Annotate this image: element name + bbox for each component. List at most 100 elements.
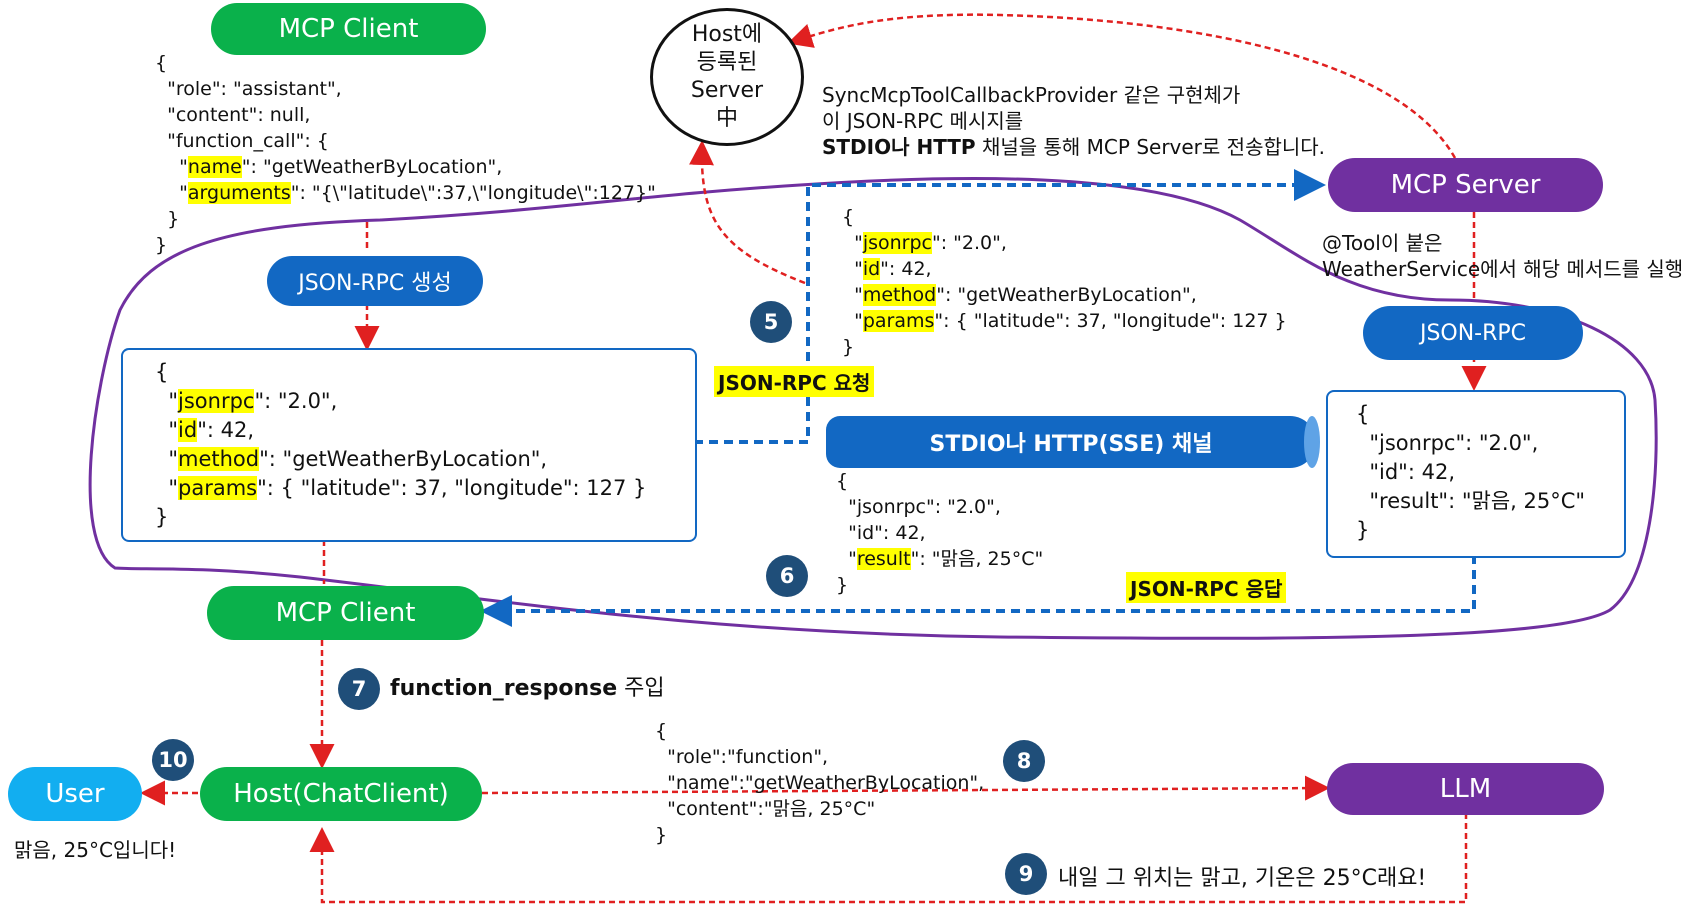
sync-provider-note: SyncMcpToolCallbackProvider 같은 구현체가 이 JS… <box>822 82 1325 160</box>
fc-line-7: } <box>167 208 180 230</box>
tool-note-line-1: @Tool이 붙은 <box>1322 231 1443 255</box>
channel-pipe-end <box>1304 416 1320 468</box>
rq-line-1: { <box>155 360 169 384</box>
sync-note-line-3: STDIO나 HTTP 채널을 통해 MCP Server로 전송합니다. <box>822 134 1325 160</box>
step-10-badge: 10 <box>152 739 194 781</box>
channel-label: STDIO나 HTTP(SSE) 채널 <box>929 432 1213 457</box>
rm-line-2: "jsonrpc": "2.0", <box>848 496 1001 518</box>
fc-line-4: "function_call": { <box>167 130 329 152</box>
sync-note-bold: STDIO나 HTTP <box>822 135 976 159</box>
arrow-request-to-server <box>694 169 1326 444</box>
fc-key-name: name <box>187 156 242 178</box>
purple-boundary-loop <box>88 176 1658 640</box>
rpc-request-box <box>121 348 697 542</box>
rpc-request-top-json: { "jsonrpc": "2.0", "id": 42, "method": … <box>842 206 1287 358</box>
rm-line-5: } <box>836 574 849 596</box>
rm-line-1: { <box>836 470 849 492</box>
rt-line-1: { <box>842 206 855 228</box>
rq-key-jsonrpc: jsonrpc <box>178 389 255 413</box>
arrow-llm-to-host <box>309 813 1468 904</box>
fm-line-5: } <box>655 824 668 846</box>
sync-note-line-1: SyncMcpToolCallbackProvider 같은 구현체가 <box>822 83 1241 107</box>
user-node: User <box>8 767 142 821</box>
rm-line-3: "id": 42, <box>848 522 926 544</box>
fm-line-2: "role":"function", <box>667 746 829 768</box>
rt-val-params: ": { "latitude": 37, "longitude": 127 } <box>934 310 1287 332</box>
host-chatclient-node: Host(ChatClient) <box>200 767 482 821</box>
rs-line-3: "id": 42, <box>1369 460 1455 484</box>
rq-val-jsonrpc: ": "2.0", <box>254 389 338 413</box>
rpc-response-label: JSON-RPC 응답 <box>1126 572 1287 603</box>
rt-key-params: params <box>862 310 935 332</box>
fc-key-arguments: arguments <box>187 182 291 204</box>
tool-exec-note: @Tool이 붙은 WeatherService에서 해당 메서드를 실행 <box>1322 230 1683 282</box>
fm-line-1: { <box>655 720 668 742</box>
rq-key-method: method <box>178 447 260 471</box>
rt-key-id: id <box>862 258 881 280</box>
arrow-request-to-circle <box>688 140 806 285</box>
rq-val-id: ": 42, <box>197 418 254 442</box>
fc-line-1: { <box>155 52 168 74</box>
host-server-circle: Host에 등록된 Server 中 <box>650 8 804 146</box>
step7-label: function_response 주입 <box>390 676 665 702</box>
fm-line-4: "content":"맑음, 25°C" <box>667 798 876 820</box>
fc-line-2: "role": "assistant", <box>167 78 342 100</box>
rm-val-result: ": "맑음, 25°C" <box>910 548 1044 570</box>
json-rpc-create-node: JSON-RPC 생성 <box>267 256 483 306</box>
function-message-json: { "role":"function", "name":"getWeatherB… <box>655 718 984 848</box>
rq-val-params: ": { "latitude": 37, "longitude": 127 } <box>257 476 647 500</box>
mcp-client-top-node: MCP Client <box>211 3 486 55</box>
rm-key-result: result <box>856 548 911 570</box>
circle-line-2: 등록된 <box>696 50 758 75</box>
step7-rest: 주입 <box>617 676 665 701</box>
step-8-badge: 8 <box>1003 740 1045 782</box>
step7-bold: function_response <box>390 676 618 701</box>
fc-val-name: ": "getWeatherByLocation", <box>241 156 503 178</box>
rpc-request-box-json: { "jsonrpc": "2.0", "id": 42, "method": … <box>155 360 647 529</box>
rt-val-id: ": 42, <box>880 258 932 280</box>
rt-val-method: ": "getWeatherByLocation", <box>936 284 1197 306</box>
arrow-response-to-client <box>480 555 1476 627</box>
rq-key-id: id <box>178 418 198 442</box>
channel-pipe: STDIO나 HTTP(SSE) 채널 <box>826 416 1316 468</box>
circle-line-4: 中 <box>715 106 738 131</box>
rq-key-params: params <box>178 476 258 500</box>
sync-note-rest: 채널을 통해 MCP Server로 전송합니다. <box>975 135 1326 159</box>
json-rpc-server-node: JSON-RPC <box>1363 306 1583 360</box>
rt-line-6: } <box>842 336 855 358</box>
rpc-response-box-json: { "jsonrpc": "2.0", "id": 42, "result": … <box>1356 400 1585 545</box>
tool-note-line-2: WeatherService에서 해당 메서드를 실행 <box>1322 257 1684 281</box>
step-9-badge: 9 <box>1005 853 1047 895</box>
rq-val-method: ": "getWeatherByLocation", <box>259 447 548 471</box>
rs-line-1: { <box>1356 402 1370 426</box>
function-call-json: { "role": "assistant", "content": null, … <box>155 52 656 256</box>
fc-val-arguments: ": "{\"latitude\":37,\"longitude\":127}" <box>290 182 656 204</box>
fc-line-8: } <box>155 234 168 256</box>
circle-line-3: Server <box>690 78 764 103</box>
sync-note-line-2: 이 JSON-RPC 메시지를 <box>822 109 1024 133</box>
fm-line-3: "name":"getWeatherByLocation", <box>667 772 985 794</box>
fc-line-3: "content": null, <box>167 104 311 126</box>
rpc-response-box <box>1326 390 1626 558</box>
rq-line-6: } <box>155 505 169 529</box>
rs-line-4: "result": "맑음, 25°C" <box>1369 489 1586 513</box>
step-5-badge: 5 <box>750 301 792 343</box>
rs-line-2: "jsonrpc": "2.0", <box>1369 431 1539 455</box>
rt-key-method: method <box>862 284 937 306</box>
mcp-client-mid-node: MCP Client <box>207 586 484 640</box>
rs-line-5: } <box>1356 518 1370 542</box>
arrow-host-to-llm <box>481 775 1330 801</box>
rpc-request-label: JSON-RPC 요청 <box>714 366 875 397</box>
user-answer: 맑음, 25°C입니다! <box>14 838 177 862</box>
rt-key-jsonrpc: jsonrpc <box>862 232 932 254</box>
step-7-badge: 7 <box>338 668 380 710</box>
rt-val-jsonrpc: ": "2.0", <box>932 232 1007 254</box>
mcp-server-node: MCP Server <box>1328 158 1603 212</box>
step-6-badge: 6 <box>766 555 808 597</box>
llm-node: LLM <box>1327 763 1604 815</box>
llm-answer: 내일 그 위치는 맑고, 기온은 25°C래요! <box>1058 866 1427 891</box>
arrow-server-to-circle <box>787 13 1457 159</box>
circle-line-1: Host에 <box>691 22 763 47</box>
rpc-response-mid-json: { "jsonrpc": "2.0", "id": 42, "result": … <box>836 470 1044 596</box>
